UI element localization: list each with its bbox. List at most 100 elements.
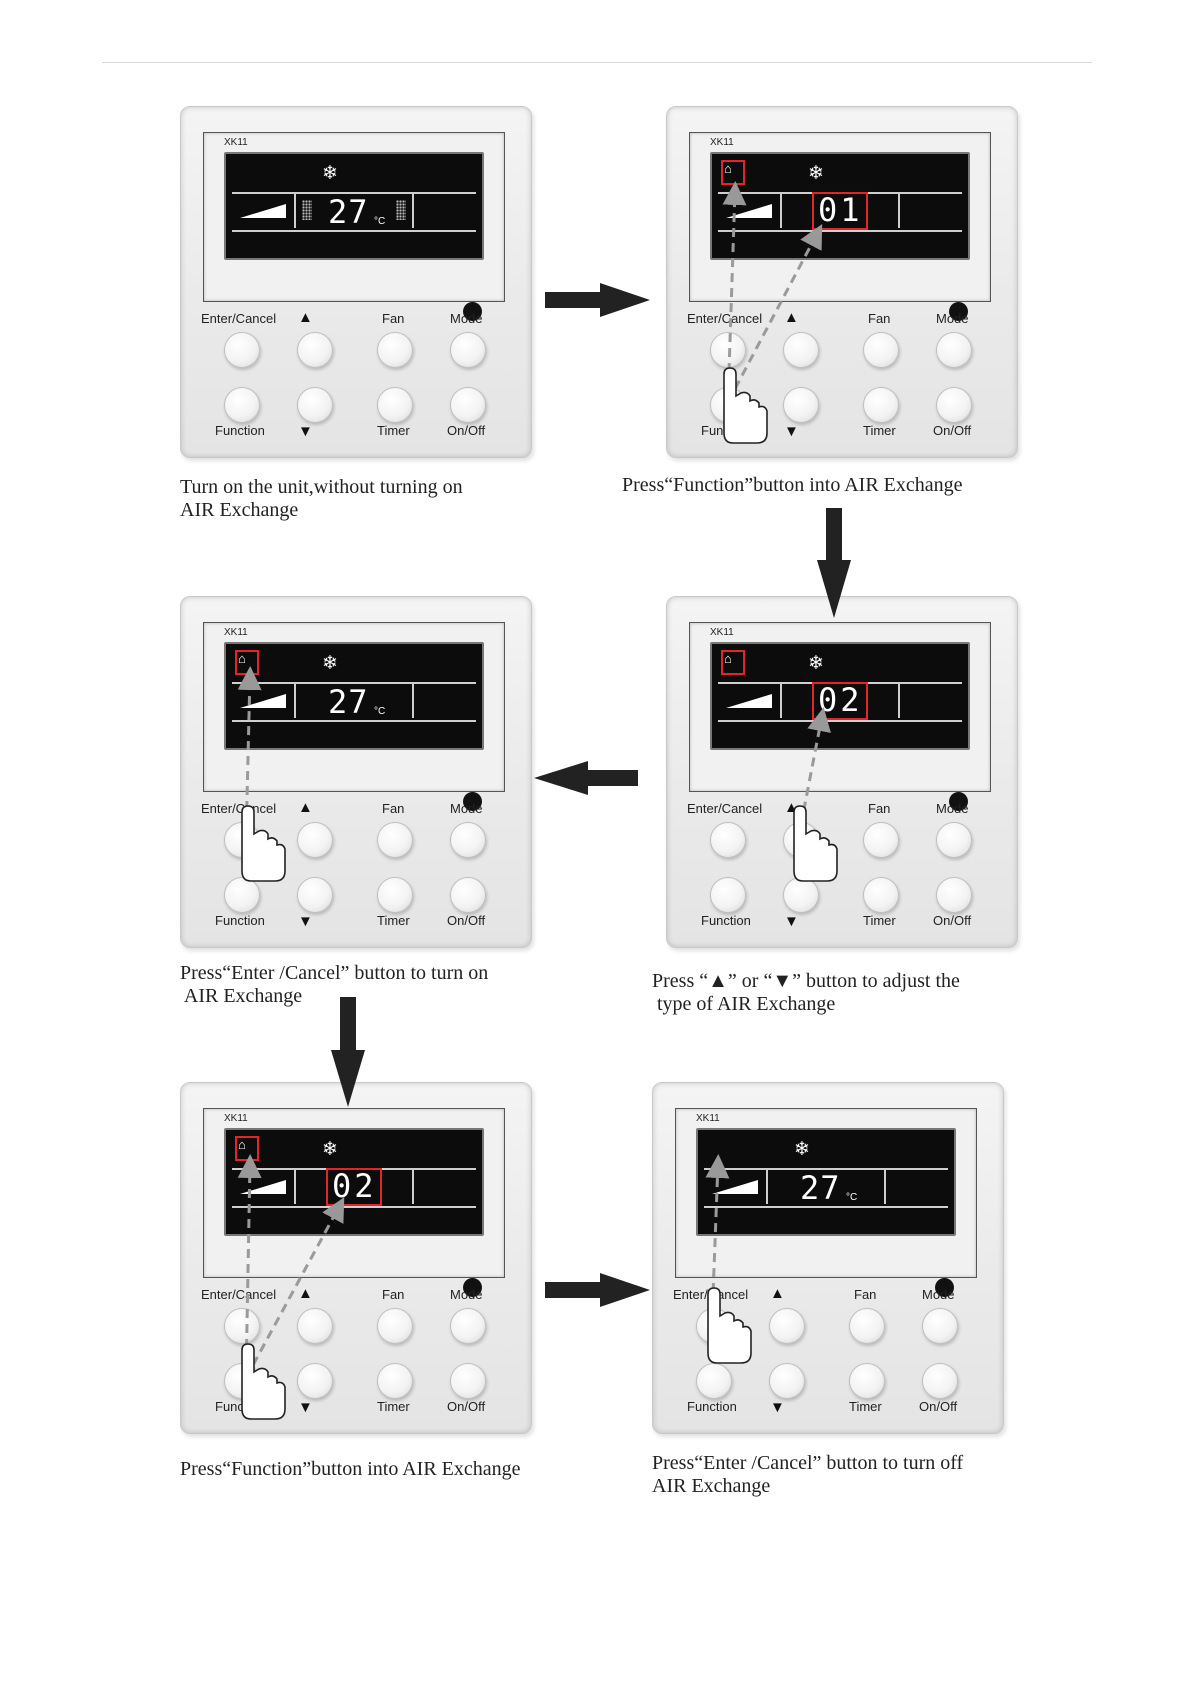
timer-button[interactable] [863, 387, 899, 423]
up-button[interactable] [297, 822, 333, 858]
temperature-unit: °C [374, 706, 386, 717]
caption-step1: Turn on the unit,without turning on AIR … [180, 476, 463, 521]
mode-button[interactable] [450, 822, 486, 858]
enter-cancel-button[interactable] [224, 332, 260, 368]
fan-button[interactable] [377, 822, 413, 858]
up-button[interactable] [297, 332, 333, 368]
fan-speed-bars-icon [712, 1180, 758, 1194]
up-button[interactable] [297, 1308, 333, 1344]
function-button[interactable] [696, 1363, 732, 1399]
cooling-snowflake-icon: ❄ [808, 653, 824, 674]
fan-button[interactable] [849, 1308, 885, 1344]
up-arrow-icon: ▲ [784, 309, 799, 326]
function-button[interactable] [224, 387, 260, 423]
on-off-button[interactable] [936, 387, 972, 423]
temperature-unit: °C [846, 1192, 858, 1203]
lcd-divider [718, 720, 962, 722]
enter-cancel-button[interactable] [224, 1308, 260, 1344]
enter-cancel-label: Enter/Cancel [687, 311, 763, 326]
fan-speed-bars-icon [240, 694, 286, 708]
enter-cancel-label: Enter/Cancel [201, 311, 277, 326]
down-arrow-icon: ▼ [298, 1399, 313, 1416]
on-off-button[interactable] [450, 387, 486, 423]
mode-button[interactable] [450, 1308, 486, 1344]
on-off-label: On/Off [933, 423, 972, 438]
timer-label: Timer [377, 423, 410, 438]
lcd-divider [780, 194, 782, 228]
on-off-button[interactable] [922, 1363, 958, 1399]
cooling-snowflake-icon: ❄ [322, 653, 338, 674]
timer-button[interactable] [849, 1363, 885, 1399]
flow-arrow-left-icon [534, 761, 638, 795]
fan-button[interactable] [377, 1308, 413, 1344]
swing-dots-icon [302, 200, 312, 220]
timer-button[interactable] [377, 1363, 413, 1399]
up-arrow-icon: ▲ [298, 1285, 313, 1302]
fan-speed-bars-icon [240, 204, 286, 218]
enter-cancel-button[interactable] [710, 332, 746, 368]
on-off-button[interactable] [450, 1363, 486, 1399]
down-button[interactable] [783, 877, 819, 913]
mode-button[interactable] [922, 1308, 958, 1344]
down-button[interactable] [769, 1363, 805, 1399]
lcd-divider [232, 720, 476, 722]
up-arrow-icon: ▲ [298, 799, 313, 816]
mode-label: Mode [450, 311, 483, 326]
fan-label: Fan [382, 801, 405, 816]
mode-button[interactable] [450, 332, 486, 368]
code-highlight [812, 192, 868, 230]
lcd-screen: ❄ 27 °C [696, 1128, 956, 1236]
function-button[interactable] [224, 1363, 260, 1399]
timer-button[interactable] [863, 877, 899, 913]
down-arrow-icon: ▼ [298, 913, 313, 930]
mode-label: Mode [936, 311, 969, 326]
lcd-divider [780, 684, 782, 718]
lcd-screen: ⌂ ❄ 02 [710, 642, 970, 750]
swing-dots-icon [396, 200, 406, 220]
enter-cancel-button[interactable] [224, 822, 260, 858]
lcd-divider [898, 194, 900, 228]
down-button[interactable] [297, 1363, 333, 1399]
indicator-led [935, 1278, 954, 1297]
on-off-button[interactable] [450, 877, 486, 913]
model-label: XK11 [696, 1113, 720, 1124]
down-button[interactable] [783, 387, 819, 423]
function-button[interactable] [710, 877, 746, 913]
fan-button[interactable] [863, 822, 899, 858]
fan-speed-bars-icon [240, 1180, 286, 1194]
mode-label: Mode [450, 801, 483, 816]
up-button[interactable] [769, 1308, 805, 1344]
cooling-snowflake-icon: ❄ [322, 1139, 338, 1160]
up-arrow-icon: ▲ [770, 1285, 785, 1302]
timer-button[interactable] [377, 387, 413, 423]
flow-arrow-right-icon [545, 1273, 650, 1307]
timer-button[interactable] [377, 877, 413, 913]
code-highlight [326, 1168, 382, 1206]
enter-cancel-button[interactable] [710, 822, 746, 858]
down-button[interactable] [297, 387, 333, 423]
on-off-button[interactable] [936, 877, 972, 913]
indicator-led [463, 1278, 482, 1297]
lcd-divider [884, 1170, 886, 1204]
air-exchange-highlight [235, 650, 259, 675]
model-label: XK11 [710, 627, 734, 638]
function-button[interactable] [224, 877, 260, 913]
display-bezel: XK11 ⌂ ❄ 27 °C [203, 622, 505, 811]
mode-button[interactable] [936, 332, 972, 368]
fan-button[interactable] [863, 332, 899, 368]
mode-label: Mode [450, 1287, 483, 1302]
fan-label: Fan [382, 1287, 405, 1302]
model-label: XK11 [224, 627, 248, 638]
controller-panel-step4: XK11 ⌂ ❄ 02 Enter/Cancel ▲ Fan Mode Func… [666, 596, 1018, 948]
enter-cancel-label: Enter/Cancel [201, 801, 277, 816]
temperature-readout: 27 [328, 193, 369, 231]
fan-button[interactable] [377, 332, 413, 368]
up-button[interactable] [783, 332, 819, 368]
up-button[interactable] [783, 822, 819, 858]
mode-button[interactable] [936, 822, 972, 858]
function-button[interactable] [710, 387, 746, 423]
lcd-divider [718, 230, 962, 232]
down-button[interactable] [297, 877, 333, 913]
cooling-snowflake-icon: ❄ [322, 163, 338, 184]
enter-cancel-button[interactable] [696, 1308, 732, 1344]
